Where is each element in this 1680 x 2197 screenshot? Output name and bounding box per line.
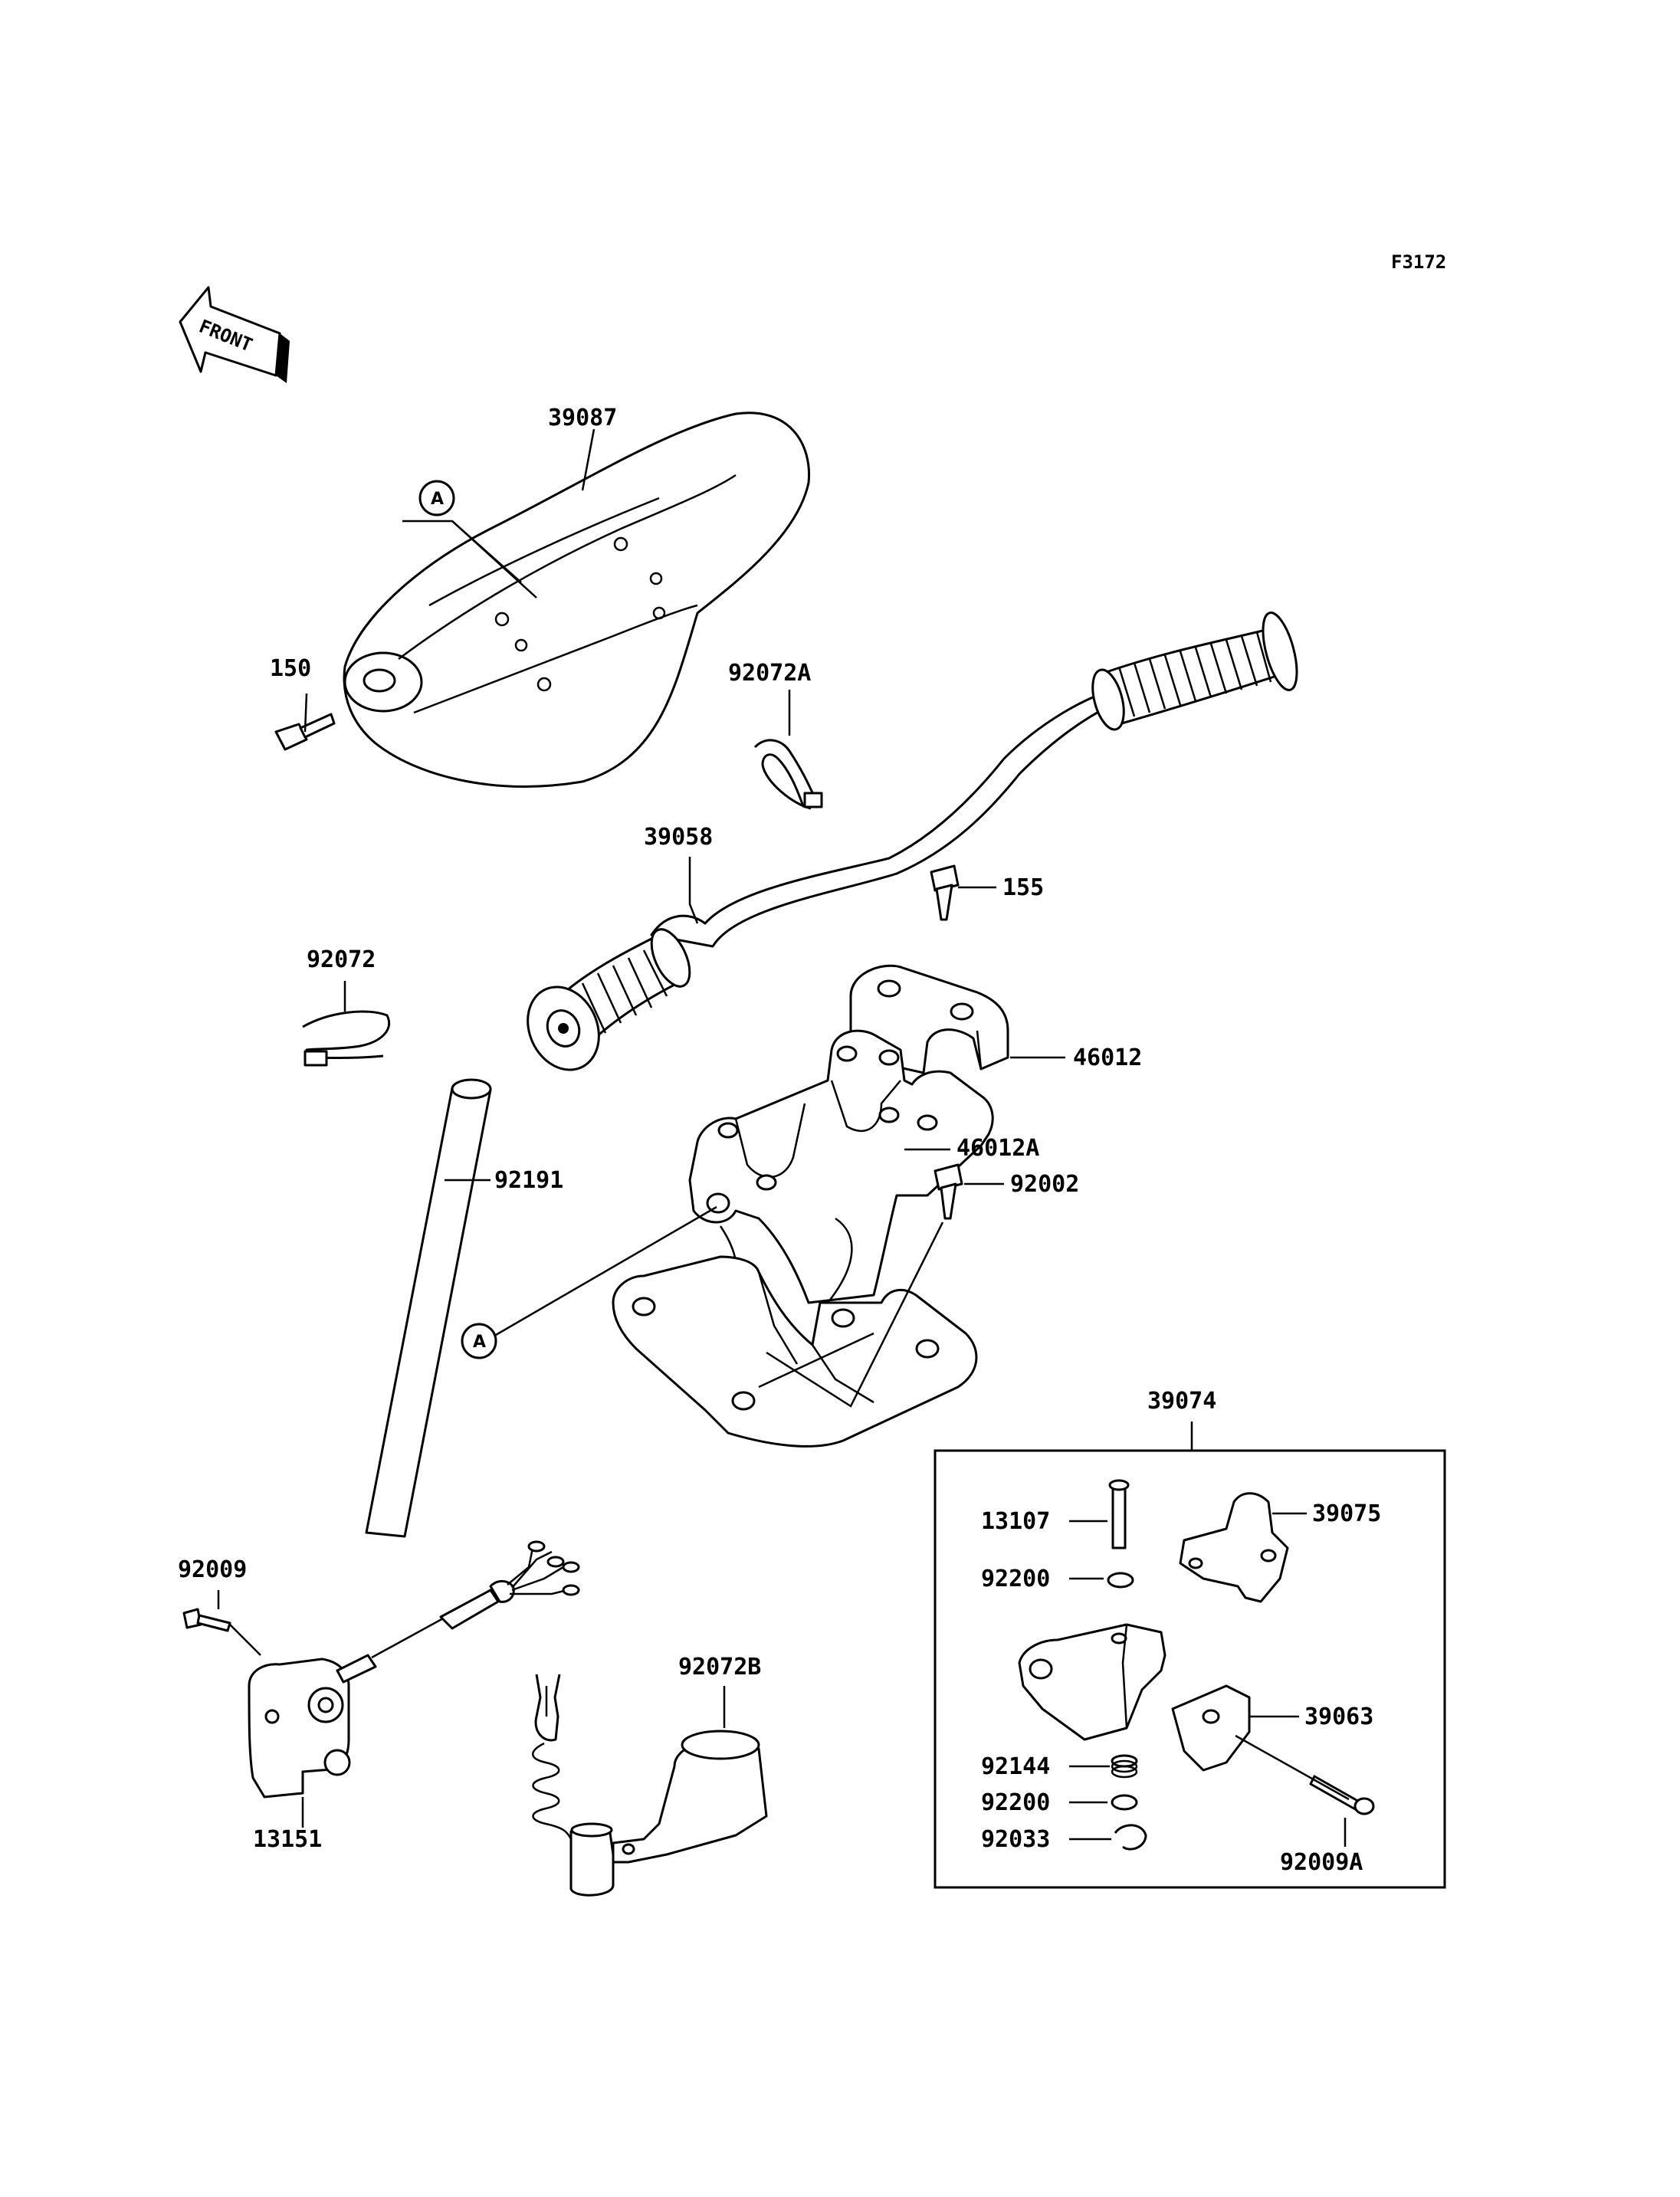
label-13151: 13151	[253, 1826, 322, 1853]
label-155: 155	[1002, 874, 1044, 901]
leader-39058	[688, 857, 699, 924]
assembly-box-39074	[934, 1449, 1446, 1889]
bolt-92002	[934, 1163, 963, 1220]
clip-92033	[1114, 1824, 1147, 1851]
pin-13107	[1108, 1479, 1130, 1549]
cable-tie-92072	[302, 1010, 390, 1067]
svg-text:A: A	[473, 1333, 486, 1352]
label-92200-lower: 92200	[981, 1789, 1050, 1816]
screw-92009	[182, 1608, 231, 1632]
label-92009: 92009	[178, 1556, 247, 1583]
label-92009A: 92009A	[1280, 1849, 1363, 1876]
label-92072B: 92072B	[678, 1654, 761, 1681]
leader-150	[304, 693, 308, 733]
label-39058: 39058	[644, 824, 713, 851]
tube-92191	[365, 1078, 492, 1538]
label-46012: 46012	[1073, 1044, 1142, 1071]
leader-92009A-target	[1235, 1734, 1350, 1801]
label-92144: 92144	[981, 1753, 1050, 1780]
bolt-150	[274, 713, 336, 751]
label-92191: 92191	[494, 1167, 563, 1194]
leader-92009-target	[229, 1624, 261, 1656]
front-arrow-icon: FRONT	[179, 286, 290, 383]
label-46012A: 46012A	[956, 1135, 1039, 1162]
label-39087: 39087	[548, 405, 617, 431]
figure-ref: F3172	[1391, 251, 1446, 273]
label-92002: 92002	[1010, 1171, 1079, 1198]
handlebar-cover	[343, 412, 811, 788]
label-92072A: 92072A	[728, 660, 811, 687]
label-92072: 92072	[307, 946, 376, 973]
throttle-lever-39075	[1179, 1492, 1289, 1603]
lanyard-bracket-92072B	[532, 1674, 768, 1897]
housing-cap-39063	[1171, 1684, 1251, 1772]
label-92200-upper: 92200	[981, 1566, 1050, 1592]
label-92033: 92033	[981, 1826, 1050, 1853]
bolt-155	[930, 864, 960, 921]
throttle-housing	[1018, 1623, 1166, 1741]
callout-a-upper: A	[402, 480, 537, 598]
spring-92144	[1111, 1754, 1138, 1779]
steering-column-46012A	[612, 1029, 994, 1448]
svg-text:A: A	[431, 490, 444, 509]
label-150: 150	[270, 655, 311, 682]
label-39074: 39074	[1147, 1388, 1216, 1415]
label-39063: 39063	[1304, 1703, 1373, 1730]
washer-92200-upper	[1107, 1572, 1134, 1589]
washer-92200-lower	[1111, 1794, 1138, 1811]
callout-a-lower: A	[461, 1205, 717, 1359]
label-39075: 39075	[1312, 1500, 1381, 1527]
leader-92002-target	[766, 1221, 944, 1408]
switch-13151	[248, 1540, 580, 1799]
cable-tie-92072A	[753, 739, 823, 810]
label-13107: 13107	[981, 1508, 1050, 1535]
leader-39087	[581, 428, 596, 491]
